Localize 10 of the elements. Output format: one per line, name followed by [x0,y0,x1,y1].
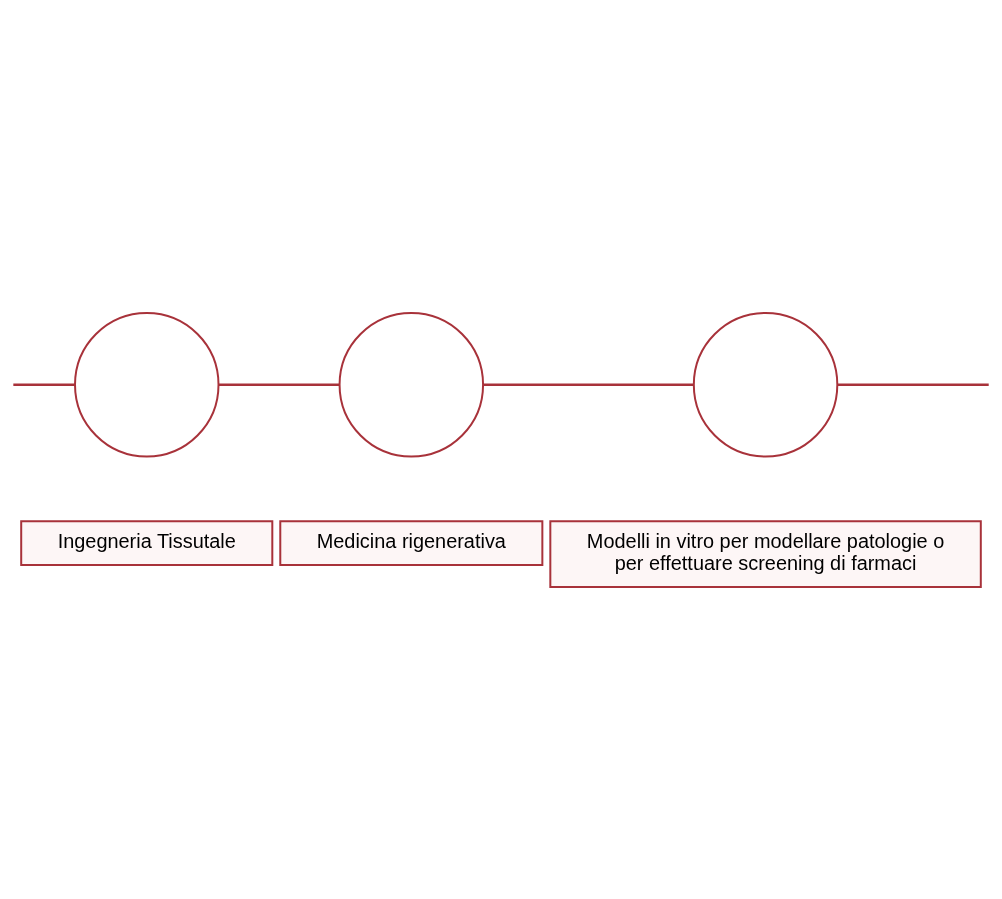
connector [483,383,694,386]
connector [13,383,75,386]
node-box: Modelli in vitro per modellare patologie o per effettuare screening di farmaci [549,519,982,588]
node-circle [692,311,839,457]
connector [837,383,989,386]
node-circle [338,311,485,457]
connector [218,383,340,386]
node-box: Medicina rigenerativa [279,519,544,566]
node-circle [74,311,220,457]
node-box: Ingegneria Tissutale [20,519,274,566]
